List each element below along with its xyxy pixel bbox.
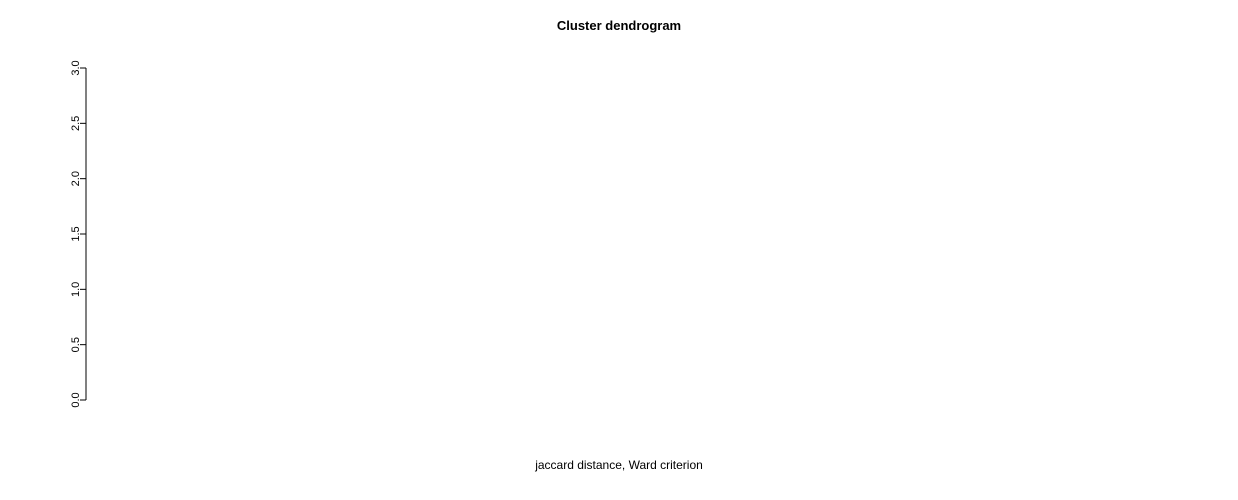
page-title: Cluster dendrogram (556, 18, 682, 33)
y-axis-tick-label: 1.5 (70, 226, 82, 241)
y-axis-tick-label: 0.0 (70, 392, 82, 407)
y-axis: 0.0 0.5 1.0 1.5 2.0 2.5 3.0 (70, 60, 87, 408)
x-axis-caption: jaccard distance, Ward criterion (535, 458, 703, 472)
y-axis-tick-label: 1.0 (70, 282, 82, 297)
y-axis-tick-label: 2.5 (70, 116, 82, 131)
y-axis-tick-label: 3.0 (70, 60, 82, 75)
y-axis-tick-label: 2.0 (70, 171, 82, 186)
y-axis-tick-label: 0.5 (70, 337, 82, 352)
